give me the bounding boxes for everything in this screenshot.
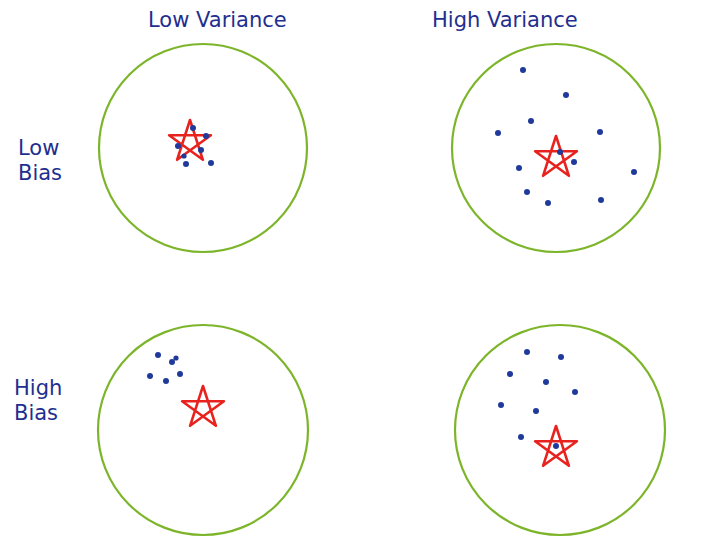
column-heading: High Variance xyxy=(432,8,642,33)
target-star xyxy=(169,120,211,160)
row-heading: High Bias xyxy=(14,376,80,426)
column-heading: Low Variance xyxy=(148,8,348,33)
target-circle xyxy=(98,325,308,535)
target-star xyxy=(535,426,577,466)
row-heading: Low Bias xyxy=(18,136,84,186)
dot-cluster xyxy=(498,349,578,449)
target-star xyxy=(182,386,224,426)
target-circle xyxy=(455,325,665,535)
dot-cluster xyxy=(495,67,637,206)
target-circle xyxy=(452,44,660,252)
dot-cluster xyxy=(175,125,214,167)
dot-cluster xyxy=(147,352,183,384)
target-circle xyxy=(99,44,307,252)
target-star xyxy=(535,136,577,176)
